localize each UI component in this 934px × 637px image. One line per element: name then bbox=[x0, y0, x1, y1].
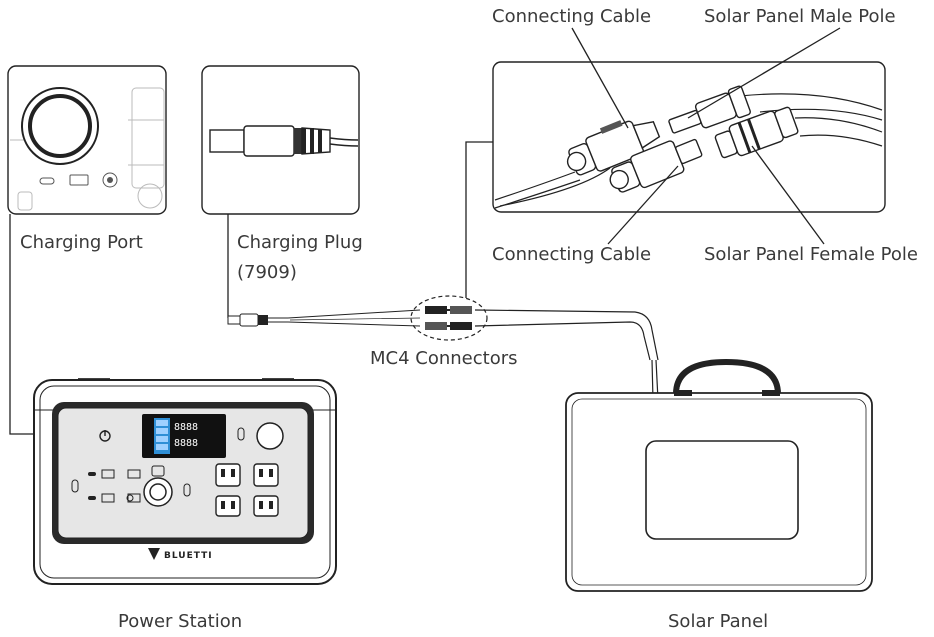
charging-port-inset bbox=[7, 65, 167, 215]
label-mc4-connectors: MC4 Connectors bbox=[370, 348, 518, 369]
label-solar-panel-male-pole: Solar Panel Male Pole bbox=[704, 6, 896, 27]
display-digits-bottom: 8888 bbox=[174, 438, 198, 449]
bluetti-logo-icon bbox=[148, 548, 160, 560]
mc4-connectors-inset bbox=[492, 61, 886, 213]
label-charging-plug: Charging Plug bbox=[237, 232, 363, 253]
charging-plug-inset bbox=[201, 65, 360, 215]
solar-panel bbox=[565, 358, 873, 592]
label-solar-panel: Solar Panel bbox=[668, 611, 769, 632]
power-station: 8888 8888 bbox=[33, 378, 337, 585]
charging-cable bbox=[227, 295, 661, 441]
label-charging-plug-model: (7909) bbox=[237, 262, 297, 283]
display-digits-top: 8888 bbox=[174, 422, 198, 433]
brand-name: BLUETTI bbox=[164, 551, 213, 561]
label-charging-port: Charging Port bbox=[20, 232, 143, 253]
label-power-station: Power Station bbox=[118, 611, 243, 632]
label-connecting-cable-top: Connecting Cable bbox=[492, 6, 652, 27]
label-connecting-cable-bottom: Connecting Cable bbox=[492, 244, 652, 265]
label-solar-panel-female-pole: Solar Panel Female Pole bbox=[704, 244, 918, 265]
